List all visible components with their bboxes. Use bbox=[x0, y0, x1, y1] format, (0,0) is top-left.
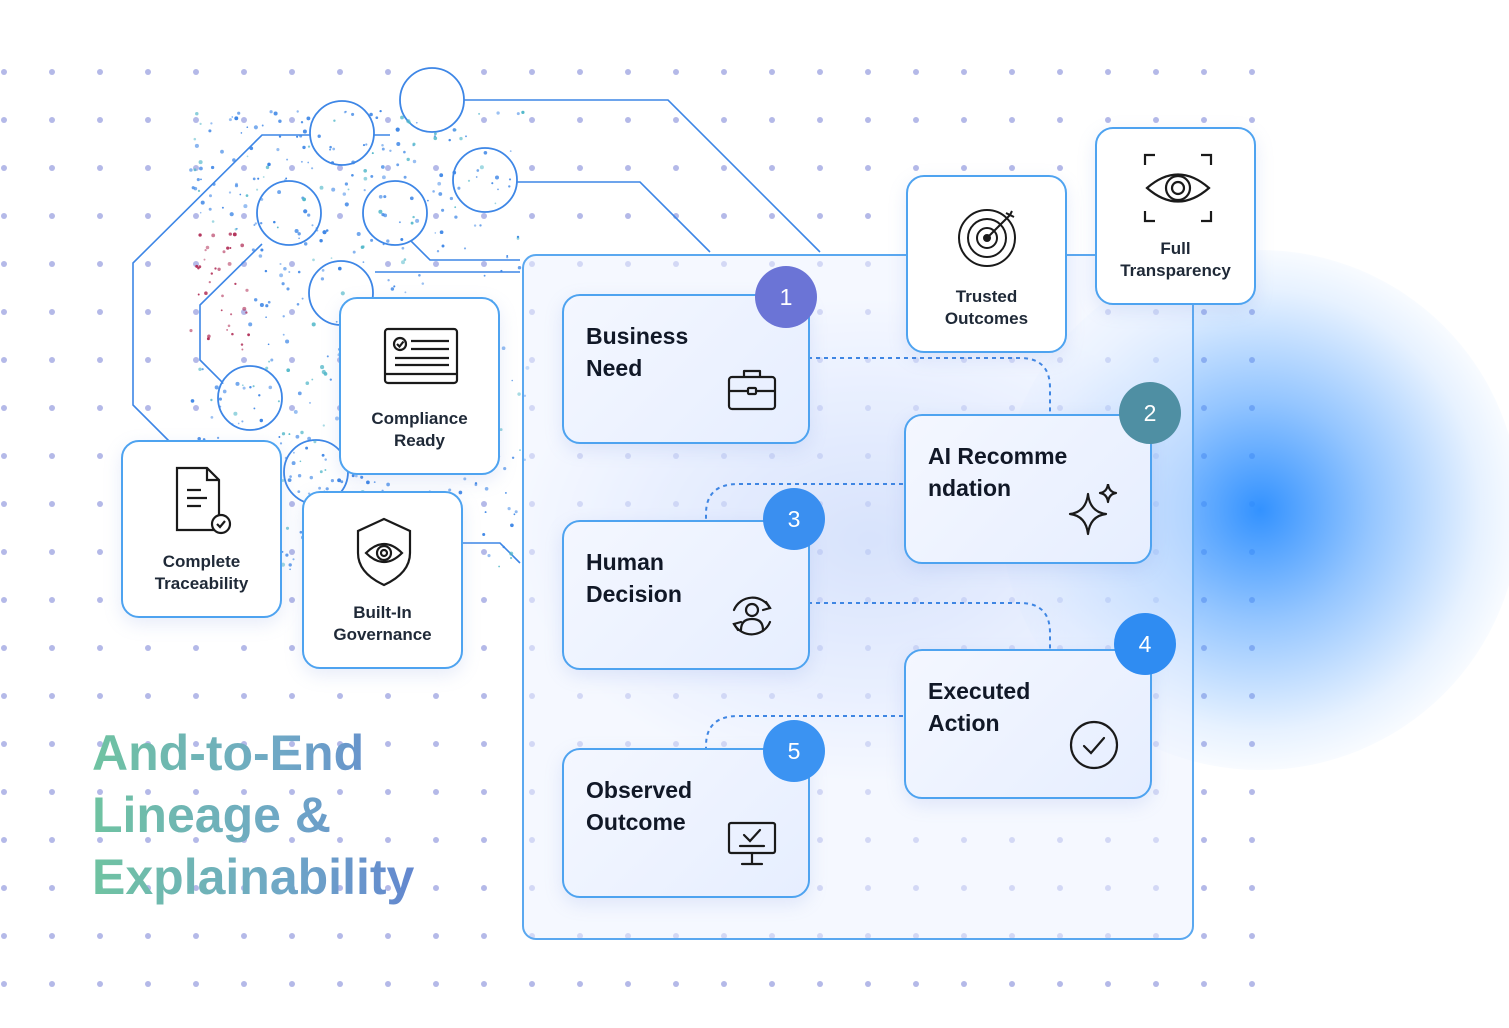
feature-card-full-transparency: Full Transparency bbox=[1095, 127, 1256, 305]
step-card-ai-recommendation: AI Recommendation bbox=[904, 414, 1152, 564]
feature-label-line2: Ready bbox=[393, 431, 446, 450]
shield-eye-icon bbox=[356, 517, 412, 587]
step-label: Observed Outcome bbox=[586, 777, 693, 835]
human-refresh-icon bbox=[732, 596, 772, 636]
particle-cloud bbox=[189, 109, 530, 572]
feature-label-line2: Traceability bbox=[154, 574, 249, 593]
monitor-check-icon bbox=[727, 821, 777, 866]
eye-scan-icon bbox=[1143, 153, 1213, 223]
step-label: Business Need bbox=[586, 323, 689, 381]
step-card-observed-outcome: Observed Outcome bbox=[562, 748, 810, 898]
feature-card-built-in-governance: Built-In Governance bbox=[302, 491, 463, 669]
feature-card-complete-traceability: Complete Traceability bbox=[121, 440, 282, 618]
headline-line-1: And-to-End bbox=[92, 725, 365, 781]
step-badge-4: 4 bbox=[1114, 613, 1176, 675]
feature-label: Built-In Governance bbox=[304, 602, 461, 646]
briefcase-icon bbox=[727, 369, 777, 411]
feature-label-line1: Compliance bbox=[371, 409, 468, 428]
step-label: Executed Action bbox=[928, 678, 1031, 736]
feature-label-line1: Trusted bbox=[955, 287, 1018, 306]
headline-line-3: Explainability bbox=[92, 849, 415, 905]
sparkle-icon bbox=[1068, 484, 1118, 536]
feature-label: Full Transparency bbox=[1097, 238, 1254, 282]
feature-label: Compliance Ready bbox=[341, 408, 498, 452]
target-icon bbox=[958, 209, 1016, 267]
step-badge-5: 5 bbox=[763, 720, 825, 782]
id-card-icon bbox=[383, 327, 459, 385]
feature-label-line2: Governance bbox=[333, 625, 432, 644]
feature-label-line2: Outcomes bbox=[944, 309, 1029, 328]
headline-line-2: Lineage & bbox=[92, 787, 331, 843]
step-label: AI Recommendation bbox=[928, 443, 1068, 501]
step-badge-2: 2 bbox=[1119, 382, 1181, 444]
feature-label-line1: Full bbox=[1160, 239, 1191, 258]
document-check-icon bbox=[175, 466, 232, 535]
feature-card-trusted-outcomes: Trusted Outcomes bbox=[906, 175, 1067, 353]
check-circle-icon bbox=[1069, 720, 1119, 770]
headline: And-to-End Lineage & Explainability bbox=[92, 722, 512, 908]
feature-label-line1: Complete bbox=[162, 552, 241, 571]
step-label: Human Decision bbox=[586, 549, 682, 607]
step-badge-1: 1 bbox=[755, 266, 817, 328]
step-card-executed-action: Executed Action bbox=[904, 649, 1152, 799]
circuit-network bbox=[132, 99, 821, 564]
feature-label-line2: Transparency bbox=[1120, 261, 1231, 280]
feature-card-compliance-ready: Compliance Ready bbox=[339, 297, 500, 475]
step-card-human-decision: Human Decision bbox=[562, 520, 810, 670]
feature-label: Trusted Outcomes bbox=[908, 286, 1065, 330]
feature-label: Complete Traceability bbox=[123, 551, 280, 595]
step-badge-3: 3 bbox=[763, 488, 825, 550]
feature-label-line1: Built-In bbox=[353, 603, 412, 622]
